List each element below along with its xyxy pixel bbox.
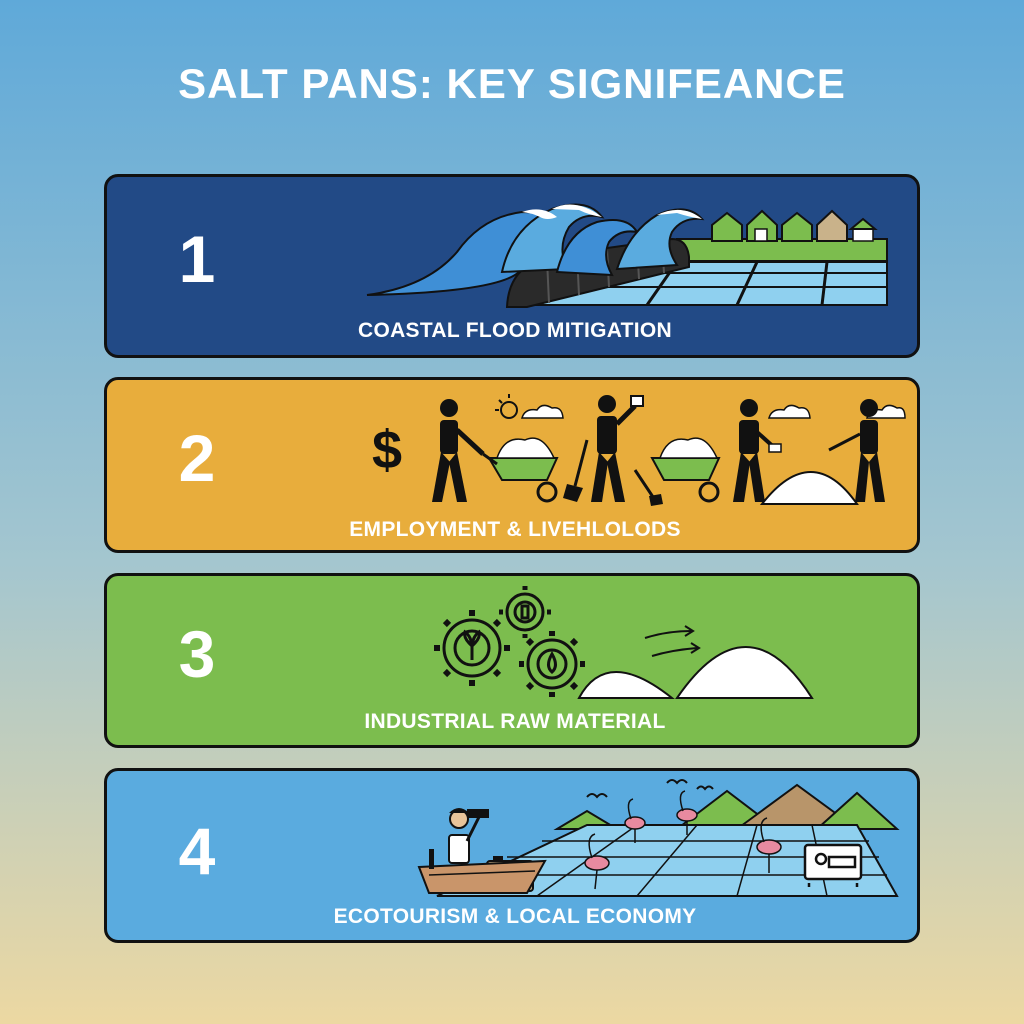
panel-label: ECOTOURISM & LOCAL ECONOMY	[333, 905, 697, 928]
worker-icon	[432, 399, 485, 502]
industrial-illustration	[434, 586, 814, 699]
worker-icon	[733, 399, 782, 502]
panel-label: COASTAL FLOOD MITIGATION	[357, 319, 672, 342]
employment-illustration: $	[372, 394, 906, 506]
gear-drop-icon	[519, 631, 585, 697]
page-title: SALT PANS: KEY SIGNIFEANCE	[178, 60, 846, 107]
arrow-icon	[644, 625, 701, 657]
salt-pans-icon	[436, 824, 899, 897]
worker-icon	[591, 395, 644, 502]
panel-label: INDUSTRIAL RAW MATERIAL	[364, 710, 666, 733]
shovel-icon	[563, 439, 589, 502]
panel-ecotourism-local-economy: 4	[104, 768, 920, 943]
binoculars-person-icon	[448, 808, 489, 864]
panel-number: 2	[178, 421, 216, 495]
dollar-icon: $	[372, 420, 402, 480]
salt-pile-icon	[759, 471, 859, 505]
salt-pile-icon	[577, 646, 814, 699]
bed-icon	[803, 843, 863, 887]
wheelbarrow-icon	[482, 437, 559, 503]
panel-employment-livelihoods: 2 $	[104, 377, 920, 553]
bird-icon	[586, 779, 714, 799]
worker-icon	[828, 399, 885, 502]
panel-label: EMPLOYMENT & LIVEHLOLODS	[349, 518, 681, 541]
gear-bottle-icon	[499, 586, 551, 638]
panel-number: 1	[178, 222, 216, 296]
village-houses-icon	[711, 209, 878, 242]
mountains-icon	[553, 783, 900, 830]
sun-icon	[495, 394, 518, 419]
panel-number: 4	[178, 814, 216, 888]
gear-plant-icon	[434, 610, 510, 686]
flamingo-icon	[584, 790, 782, 890]
panel-number: 3	[178, 617, 216, 691]
waves-icon	[366, 203, 705, 296]
boat-icon	[417, 849, 547, 894]
flood-mitigation-illustration	[366, 203, 888, 308]
panel-coastal-flood-mitigation: 1	[104, 174, 920, 358]
wheelbarrow-icon	[633, 437, 721, 506]
cloud-icon	[520, 404, 906, 419]
ecotourism-illustration	[417, 779, 900, 897]
panel-industrial-raw-material: 3 INDUSTRIAL RA	[104, 573, 920, 748]
